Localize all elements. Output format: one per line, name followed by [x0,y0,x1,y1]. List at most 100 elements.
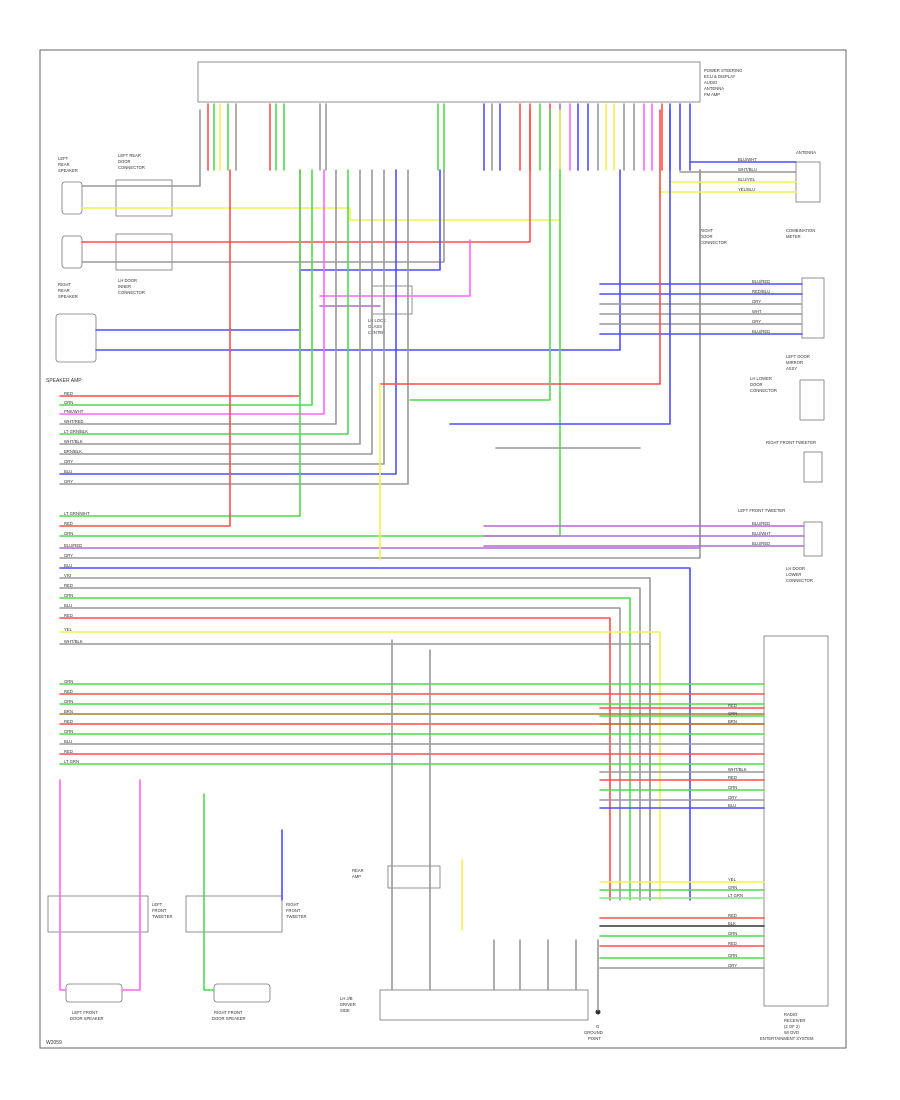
right-front-tweeter-lower-label-1: RIGHT [286,902,299,907]
lower-list-label: GRN [64,699,73,704]
left-list-wire [59,169,325,415]
lh-door-inner-label-2: INNER [118,284,131,289]
mid-list-label: GRY [64,553,73,558]
left-list-label: GRN [64,400,73,405]
right-mid-label: GRY [752,299,761,304]
mid-list-wire [59,577,651,901]
mid-list-label: RED [64,613,73,618]
combination-meter-label-2: METER [786,234,801,239]
mid-list-wire [59,169,561,537]
lf-door-pink [59,779,67,991]
right-door-cnx-label-1: RIGHT [700,228,713,233]
lr-speaker-wire-3 [81,109,531,243]
glass-label-2: GLASS [368,324,382,329]
left-list-wire [59,169,349,435]
lower-list-label: GRN [64,729,73,734]
top-module-label-1: POWER STEERING [704,68,742,73]
rf-door-green [203,793,215,991]
left-list-label: GRY [64,459,73,464]
left-rear-speaker-label-3: SPEAKER [58,168,78,173]
mid-list-wire [59,607,621,901]
left-front-tweeter-label: LEFT FRONT TWEETER [738,508,785,513]
right-front-tweeter-lower-label-3: TWEETER [286,914,306,919]
radio-receiver-label-5: ENTERTAINMENT SYSTEM [760,1036,814,1041]
right-door-mirror-connector [801,277,825,339]
receiver-pin-label: GRY [728,963,737,968]
receiver-pin-label: RED [728,703,737,708]
right-front-door-speaker-body [213,983,271,1003]
left-door-mirror-label-2: MIRROR [786,360,803,365]
right-mid-label: WHT [752,309,762,314]
lh-door-inner-label-1: LH DOOR [118,278,137,283]
antenna-connector [795,161,821,203]
right-lower-label: BLU/RED [752,541,770,546]
receiver-pin-label: GRN [728,785,737,790]
mid-list-label: GRN [64,593,73,598]
receiver-pin-label: GRY [728,795,737,800]
junction-block-label-1: LH J/B [340,996,353,1001]
left-door-mirror-label-3: ASSY [786,366,797,371]
right-rear-speaker-body [55,313,97,363]
lower-list-label: RED [64,749,73,754]
right-mid-label: GRY [752,319,761,324]
right-mid-label: BLU/RED [752,329,770,334]
lr-speaker-wire-1 [81,109,201,187]
left-list-wire [59,169,397,475]
radio-receiver-label-3: (2 OF 2) [784,1024,800,1029]
mid-list-label: YEL [64,627,73,632]
lh-lower-door-connector [799,379,825,421]
receiver-pin-label: LT GRN [728,893,743,898]
right-upper-label: BLU/YEL [738,177,756,182]
lower-list-label: LT GRN [64,759,79,764]
right-front-tweeter-label: RIGHT FRONT TWEETER [766,440,816,445]
vert-blue [449,109,671,425]
lr-speaker-wire-5 [319,239,471,297]
speaker-amp-label: SPEAKER AMP [46,378,82,384]
left-rear-door-label-1: LEFT REAR [118,153,141,158]
left-rear-speaker-label-2: REAR [58,162,70,167]
ground-label-2: GROUND [584,1030,603,1035]
left-front-tweeter-lower-label-2: FRONT [152,908,167,913]
receiver-pin-label: GRN [728,885,737,890]
right-rear-speaker-label-1: RIGHT [58,282,71,287]
left-list-wire [59,169,361,445]
junction-block-box [379,989,589,1021]
mid-list-label: RED [64,521,73,526]
mid-list-wire [59,631,661,901]
receiver-pin-label: GRN [728,931,737,936]
mid-list-wire [59,643,651,901]
ground-label-3: POINT [588,1036,601,1041]
mid-list-label: BLU/RED [64,543,82,548]
glass-label-1: LH LOCK [368,318,386,323]
right-front-door-speaker-label-2: DOOR SPEAKER [212,1016,246,1021]
lower-list-label: BRN [64,709,73,714]
left-list-wire [59,169,373,455]
left-list-wire [59,169,337,425]
top-module-label-5: FM AMP [704,92,720,97]
lf-door-pink-2 [121,779,141,991]
mid-list-label: WHT/BLK [64,639,83,644]
left-list-label: WHT/RED [64,419,84,424]
rh-lower-door-label-2: LOWER [786,572,801,577]
mid-list-wire [59,587,641,901]
combination-meter-label-1: COMBINATION [786,228,815,233]
top-module-label-4: ANTENNA [704,86,724,91]
left-list-wire [59,169,313,406]
junction-block-label-3: SIDE [340,1008,350,1013]
mid-list-label: BLU [64,563,72,568]
right-rear-speaker-label-2: REAR [58,288,70,293]
receiver-pin-label: BRN [728,719,737,724]
left-door-mirror-label-1: LEFT DOOR [786,354,810,359]
junction-block-label-2: DRIVER [340,1002,356,1007]
mid-list-wire [59,169,701,559]
lh-lower-door-label-3: CONNECTOR [750,388,777,393]
left-rear-door-connector-2 [115,233,173,271]
lr-speaker-wire-4 [81,169,445,263]
left-front-door-speaker-body [65,983,123,1003]
figure-id: W2059 [46,1040,62,1046]
center-connector-box [371,285,413,315]
top-module-label-3: AUDIO [704,80,718,85]
left-front-door-speaker-label-1: LEFT FRONT [72,1010,98,1015]
left-list-wire [59,169,409,485]
